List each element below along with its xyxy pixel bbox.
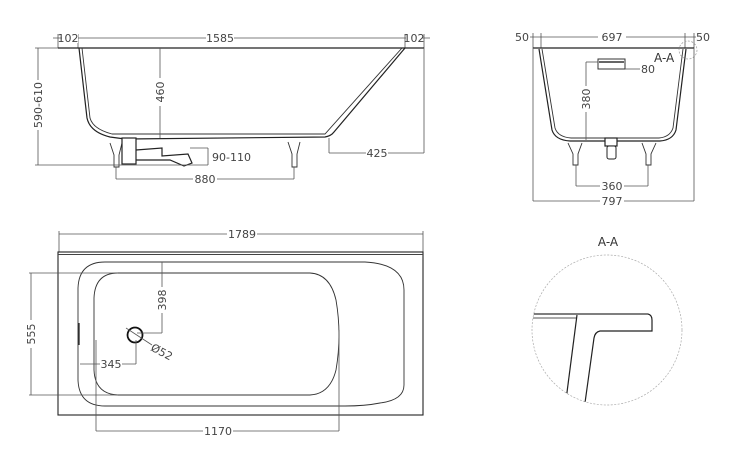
label-bg xyxy=(100,358,122,369)
label-bg xyxy=(227,228,257,239)
drain-top xyxy=(604,137,618,147)
side-drain-height-label: 90-110 xyxy=(212,151,251,164)
label-bg xyxy=(514,32,530,42)
top-inner-width-label: 555 xyxy=(25,324,38,345)
label-bg xyxy=(598,32,626,42)
end-view: 50 697 50 A-A 80 380 360 797 xyxy=(514,31,710,208)
top-drain-diameter-label: Ø52 xyxy=(149,341,175,363)
side-leg-spacing-label: 880 xyxy=(195,173,216,186)
section-marker-circle xyxy=(678,40,698,60)
side-view: 102 1585 102 590-610 460 90-110 880 xyxy=(32,32,430,186)
leg-right xyxy=(641,142,657,166)
label-bg xyxy=(600,195,624,206)
label-bg xyxy=(62,33,78,43)
label-bg xyxy=(696,32,710,42)
label-bg xyxy=(156,287,168,313)
side-depth-label: 460 xyxy=(154,82,167,103)
side-length-label: 1585 xyxy=(206,32,234,45)
section-profile xyxy=(532,313,653,405)
label-bg xyxy=(154,78,166,106)
tub-rim-inner xyxy=(77,261,405,407)
top-bottom-length-label: 1170 xyxy=(204,425,232,438)
top-drain-offset-x-label: 345 xyxy=(101,358,122,371)
diameter-leader xyxy=(125,327,153,346)
label-bg xyxy=(206,33,234,43)
end-total-width-label: 797 xyxy=(602,195,623,208)
end-rim-right-label: 50 xyxy=(696,31,710,44)
side-height-label: 590-610 xyxy=(32,82,45,128)
side-slope-label: 425 xyxy=(367,147,388,160)
leg-left xyxy=(567,142,583,166)
section-detail: A-A xyxy=(531,235,683,406)
top-drain-offset-y-label: 398 xyxy=(156,290,169,311)
label-bg xyxy=(600,180,624,191)
top-total-length-label: 1789 xyxy=(228,228,256,241)
label-bg xyxy=(32,80,44,130)
side-rim-right-label: 102 xyxy=(404,32,425,45)
tub-side-profile xyxy=(78,47,406,140)
leg-left xyxy=(109,142,123,168)
label-bg xyxy=(580,86,592,112)
drain-circle xyxy=(126,326,144,344)
leg-right xyxy=(287,141,301,168)
end-leg-spacing-label: 360 xyxy=(602,180,623,193)
side-rim-left-label: 102 xyxy=(58,32,79,45)
label-bg xyxy=(366,147,388,158)
end-overflow-height-label: 380 xyxy=(580,89,593,110)
label-bg xyxy=(406,33,422,43)
tub-side-inner xyxy=(81,47,403,135)
overflow xyxy=(597,58,626,70)
end-width-label: 697 xyxy=(602,31,623,44)
end-overflow-size-label: 80 xyxy=(641,63,655,76)
drain-body xyxy=(606,145,617,160)
inner-wall xyxy=(583,313,653,405)
top-view: 1789 Ø52 555 398 345 1170 xyxy=(24,228,424,438)
tub-outline xyxy=(57,251,424,416)
label-bg xyxy=(24,320,36,348)
section-title: A-A xyxy=(598,235,619,249)
drain-pipe xyxy=(135,147,193,167)
section-circle xyxy=(531,254,683,406)
end-rim-left-label: 50 xyxy=(515,31,529,44)
label-bg xyxy=(193,173,217,184)
label-bg xyxy=(203,425,233,436)
section-marker-label: A-A xyxy=(654,51,675,65)
drain-siphon xyxy=(121,137,137,165)
outer-wall xyxy=(565,314,578,401)
tub-basin xyxy=(93,272,340,396)
